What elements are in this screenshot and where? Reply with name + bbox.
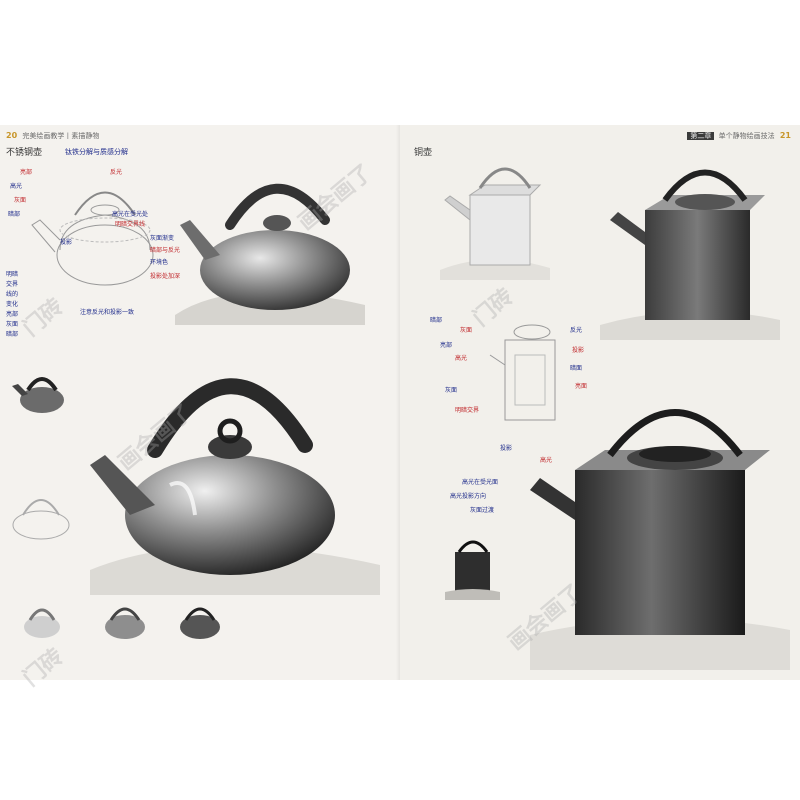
annotation: 明暗交界 <box>455 407 480 414</box>
annotation: 灰面 <box>445 387 458 394</box>
annotation: 变化 <box>6 301 19 308</box>
square-kettle-structure-diagram <box>489 324 556 421</box>
annotation: 亮部 <box>440 342 453 349</box>
annotation: 高光在受光处 <box>112 211 149 218</box>
square-kettle-shaded-top <box>600 169 780 340</box>
annotation: 高光投影方向 <box>450 493 487 500</box>
annotation: 线的 <box>6 291 19 298</box>
annotation: 反光 <box>110 169 123 176</box>
annotation: 高光 <box>455 355 468 362</box>
annotation: 交界 <box>6 281 19 288</box>
kettle-sketch-top <box>175 183 365 325</box>
step-thumbnail-1 <box>24 608 60 638</box>
annotation: 亮面 <box>575 383 588 390</box>
kettle-main-drawing <box>90 378 380 595</box>
left-running-title: 完美绘画教学丨素描静物 <box>22 132 100 140</box>
annotation: 暗面 <box>570 365 583 372</box>
annotation: 投影 <box>60 239 73 246</box>
annotation: 明暗 <box>6 271 19 278</box>
right-page-header: 第二章 单个静物绘画技法 21 <box>687 131 794 141</box>
annotation: 亮部 <box>6 311 19 318</box>
annotation: 暗部 <box>8 211 21 218</box>
left-section-title: 不锈钢壶 <box>6 148 43 158</box>
kettle-thumbnail <box>12 377 64 413</box>
annotation: 环境色 <box>150 259 169 266</box>
annotation: 灰面过渡 <box>470 507 495 514</box>
annotation: 亮部 <box>20 169 33 176</box>
annotation: 暗部 <box>6 331 19 338</box>
kettle-structure-diagram <box>31 191 154 286</box>
annotation: 暗部 <box>430 317 443 324</box>
annotation: 灰面 <box>460 327 473 334</box>
right-page-tag: 第二章 <box>687 132 715 140</box>
annotation: 灰面 <box>6 321 19 328</box>
square-kettle-main-drawing <box>530 409 790 670</box>
step-thumbnail-3 <box>180 607 220 639</box>
annotation: 反光 <box>570 327 583 334</box>
book-spread: 20 完美绘画教学丨素描静物 不锈钢壶 钛铁分解与质感分解 亮部 高光 灰面 暗… <box>0 125 800 680</box>
kettle-line-sketch <box>12 499 70 540</box>
right-page-number: 21 <box>779 131 791 140</box>
annotation: 暗部与反光 <box>150 247 181 254</box>
annotation: 投影处加深 <box>150 273 181 280</box>
left-section-subtitle: 钛铁分解与质感分解 <box>65 148 128 156</box>
annotation: 高光 <box>540 457 553 464</box>
left-page-header: 20 完美绘画教学丨素描静物 <box>6 131 99 141</box>
annotation: 明暗交界线 <box>115 221 146 228</box>
annotation: 投影 <box>572 347 585 354</box>
annotation: 高光 <box>10 183 23 190</box>
right-section-title: 铜壶 <box>414 148 433 158</box>
annotation: 投影 <box>500 445 513 452</box>
square-kettle-thumbnail <box>445 540 500 600</box>
left-page-number: 20 <box>6 131 18 140</box>
annotation: 灰面渐变 <box>150 235 175 242</box>
square-kettle-sketch <box>440 167 550 280</box>
annotation: 高光在受光面 <box>462 479 499 486</box>
annotation: 注意反光和投影一致 <box>80 309 135 316</box>
step-thumbnail-2 <box>105 607 145 639</box>
annotation: 灰面 <box>14 197 27 204</box>
right-page: 第二章 单个静物绘画技法 21 铜壶 <box>400 125 800 680</box>
right-running-title: 单个静物绘画技法 <box>718 132 775 140</box>
left-page: 20 完美绘画教学丨素描静物 不锈钢壶 钛铁分解与质感分解 亮部 高光 灰面 暗… <box>0 125 400 680</box>
